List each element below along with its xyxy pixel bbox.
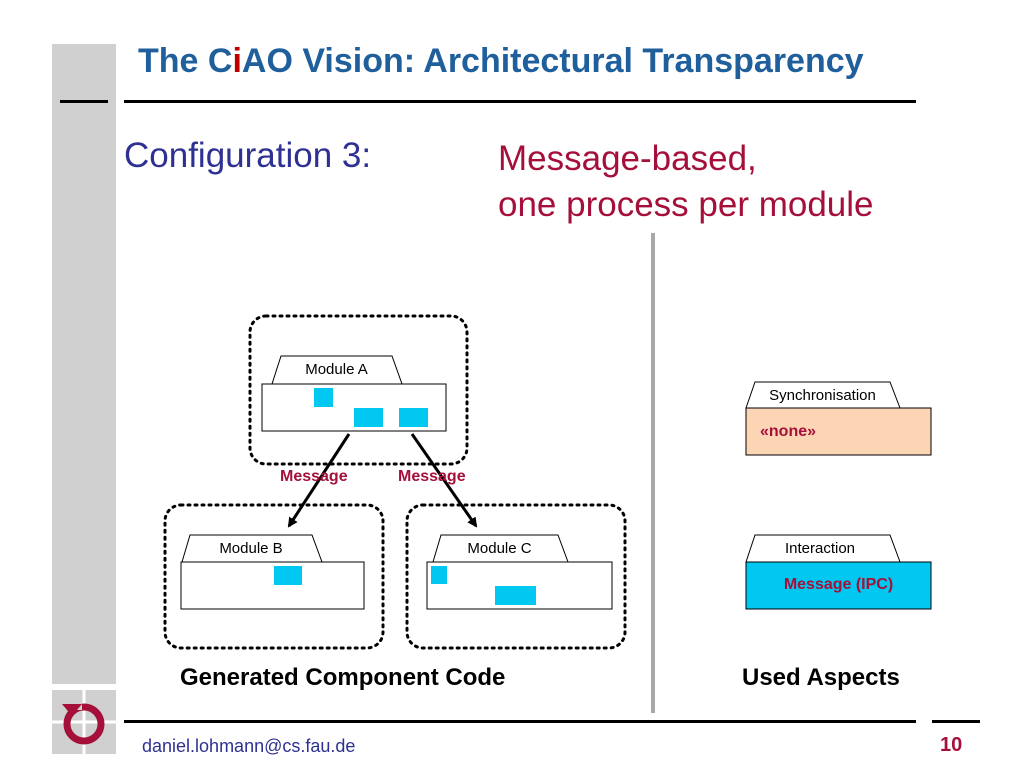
caption-generated-code: Generated Component Code (180, 664, 506, 691)
author-email: daniel.lohmann@cs.fau.de (142, 736, 356, 756)
footer-rule (124, 720, 916, 723)
module-a-component-2 (354, 408, 383, 427)
sync-aspect-value: «none» (760, 423, 817, 440)
interaction-aspect-box (745, 561, 932, 610)
message-arrow-a-to-c (410, 433, 478, 528)
message-arrow-a-to-b (287, 433, 351, 528)
footer-rule-short (932, 720, 980, 723)
header-rule-short (60, 100, 108, 103)
caption-used-aspects: Used Aspects (742, 664, 900, 691)
module-a-component-1 (314, 388, 333, 407)
process-boundary-c (405, 503, 627, 650)
module-b-label: Module B (219, 540, 283, 557)
sync-aspect-label: Synchronisation (769, 387, 876, 404)
interaction-aspect-label: Interaction (784, 540, 856, 557)
module-b-box (180, 561, 365, 610)
logo (52, 690, 116, 754)
sidebar-bar (52, 44, 116, 684)
interaction-aspect-value: Message (IPC) (783, 576, 894, 593)
module-b-component-1 (274, 566, 302, 585)
message-label-left: Message (280, 468, 348, 485)
header-rule (124, 100, 916, 103)
process-boundary-a (248, 314, 469, 466)
module-c-label: Module C (467, 540, 532, 557)
config-label: Configuration 3: (124, 136, 372, 175)
page-title: The CiAO Vision: Architectural Transpare… (138, 42, 864, 80)
sync-aspect-box (745, 407, 932, 456)
module-c-component-1 (431, 566, 447, 584)
module-a-component-3 (399, 408, 428, 427)
config-description: Message-based, one process per module (498, 136, 874, 228)
section-divider (651, 233, 655, 713)
process-boundary-b (163, 503, 385, 650)
ciao-logo-icon (52, 690, 116, 754)
module-a-label: Module A (305, 361, 368, 378)
message-label-right: Message (398, 468, 466, 485)
page-number: 10 (940, 734, 963, 756)
config-desc-line1: Message-based, (498, 139, 757, 178)
module-c-component-2 (495, 586, 536, 605)
config-desc-line2: one process per module (498, 185, 874, 224)
